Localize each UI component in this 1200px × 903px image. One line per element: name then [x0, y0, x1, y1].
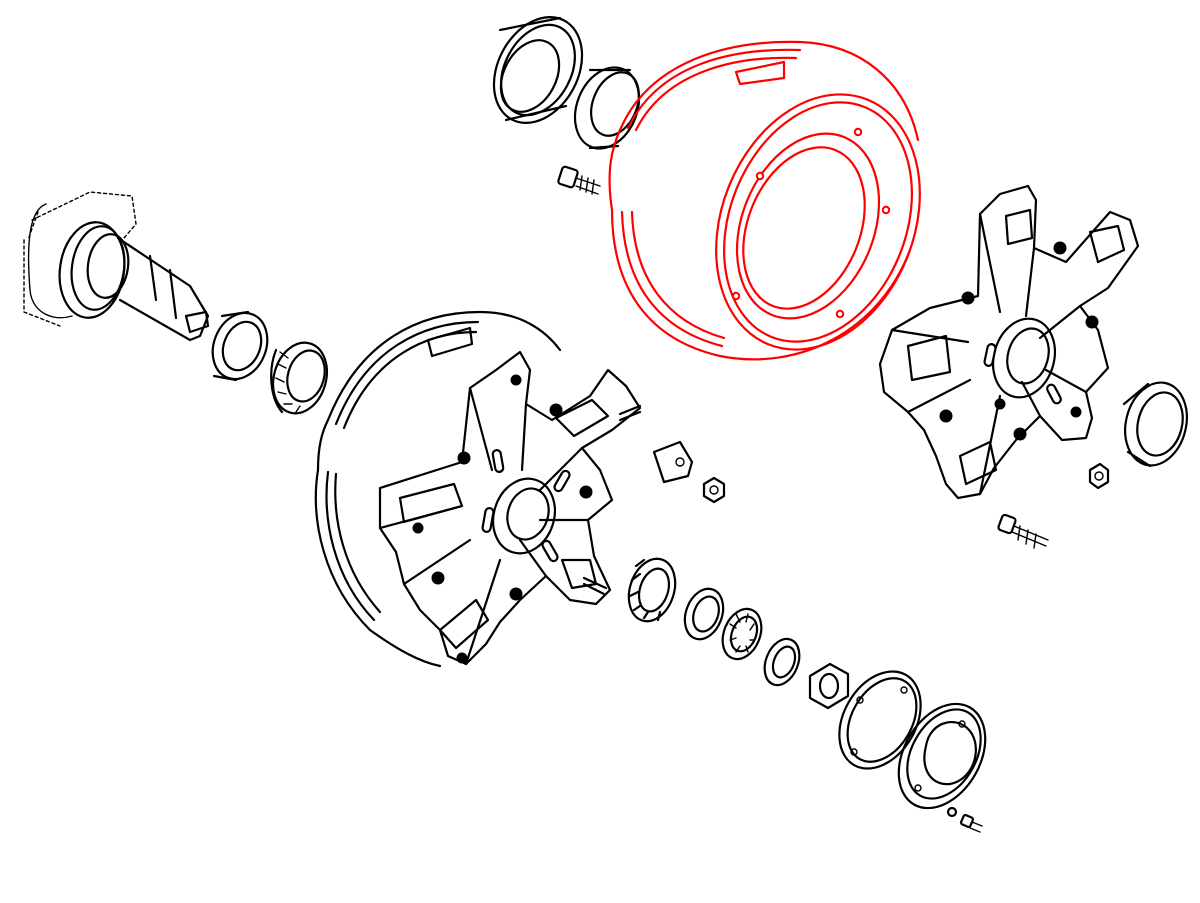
- inner-taper-bearing[interactable]: [265, 336, 335, 420]
- wheel-stud-small[interactable]: [557, 165, 601, 195]
- brake-backing-plate[interactable]: [314, 310, 642, 668]
- axle-nut[interactable]: [808, 662, 850, 710]
- brake-drum-highlighted[interactable]: [608, 40, 957, 380]
- spindle-stub-axle[interactable]: [23, 191, 210, 342]
- thrust-washer[interactable]: [678, 583, 730, 644]
- needle-bearing[interactable]: [716, 603, 769, 665]
- hub-cap-screw[interactable]: [946, 806, 983, 833]
- inner-washer[interactable]: [203, 305, 277, 388]
- hub-cap-gasket[interactable]: [823, 657, 937, 783]
- bearing-cup-right[interactable]: [1117, 376, 1196, 472]
- nut-small-right[interactable]: [1088, 462, 1110, 490]
- spacer-ring[interactable]: [758, 634, 806, 690]
- wheel-stud-right[interactable]: [997, 513, 1049, 549]
- hub-cap[interactable]: [881, 689, 1003, 824]
- hex-nut[interactable]: [702, 476, 726, 504]
- bearing-race-outer[interactable]: [563, 58, 650, 158]
- oil-seal[interactable]: [476, 2, 599, 138]
- outer-taper-bearing[interactable]: [621, 553, 683, 627]
- lock-tab[interactable]: [652, 440, 694, 484]
- wheel-hub-flange[interactable]: [878, 184, 1140, 500]
